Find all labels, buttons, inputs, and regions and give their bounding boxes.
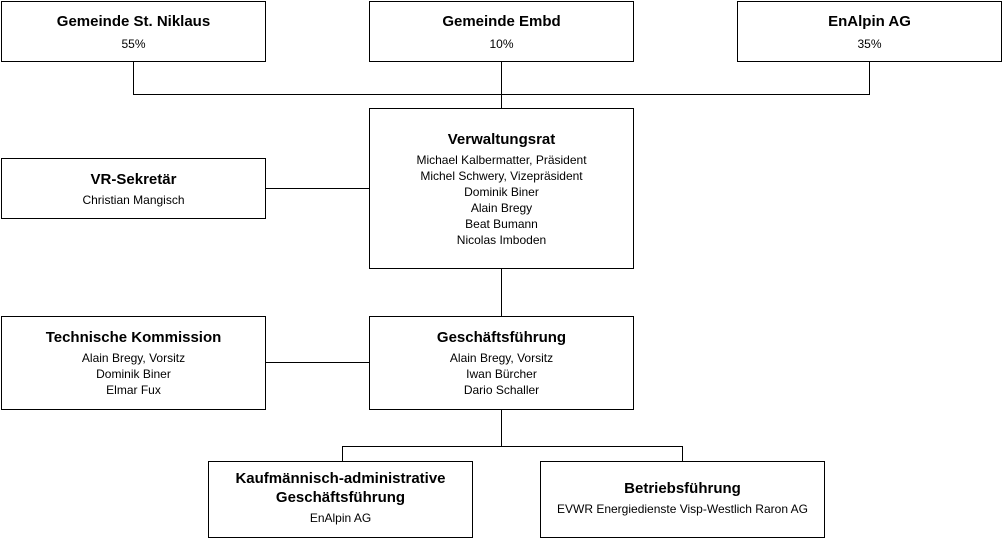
member-name: Michael Kalbermatter, Präsident xyxy=(416,153,587,167)
verwaltungsrat-members: Michael Kalbermatter, Präsident Michel S… xyxy=(370,152,633,248)
verwaltungsrat-title: Verwaltungsrat xyxy=(447,131,556,148)
member-name: Alain Bregy, Vorsitz xyxy=(449,351,554,365)
member-name: Elmar Fux xyxy=(106,383,161,397)
member-name: Alain Bregy, Vorsitz xyxy=(81,351,186,365)
vr-sekretaer-box: VR-Sekretär Christian Mangisch xyxy=(1,158,266,219)
verwaltungsrat-box: Verwaltungsrat Michael Kalbermatter, Prä… xyxy=(369,108,634,269)
member-name: Dario Schaller xyxy=(463,383,540,397)
owner-share: 35% xyxy=(857,37,882,51)
member-name: Iwan Bürcher xyxy=(466,367,537,381)
owner-share: 10% xyxy=(489,37,514,51)
betriebsfuehrung-box: Betriebsführung EVWR Energiedienste Visp… xyxy=(540,461,825,538)
geschaeftsfuehrung-title: Geschäftsführung xyxy=(436,329,567,346)
owner-name: Gemeinde Embd xyxy=(442,13,561,30)
betriebsfuehrung-title: Betriebsführung xyxy=(624,480,741,497)
technische-kommission-title: Technische Kommission xyxy=(45,329,222,346)
owner-box-gemeinde-st-niklaus: Gemeinde St. Niklaus 55% xyxy=(1,1,266,62)
member-name: EVWR Energiedienste Visp-Westlich Raron … xyxy=(557,502,808,516)
kaufmaennisch-title: Kaufmännisch-administrative Geschäftsfüh… xyxy=(235,470,446,506)
geschaeftsfuehrung-box: Geschäftsführung Alain Bregy, Vorsitz Iw… xyxy=(369,316,634,410)
owner-share: 55% xyxy=(121,37,146,51)
technische-kommission-members: Alain Bregy, Vorsitz Dominik Biner Elmar… xyxy=(2,350,265,398)
member-name: Nicolas Imboden xyxy=(456,233,547,247)
kaufmaennisch-administrative-box: Kaufmännisch-administrative Geschäftsfüh… xyxy=(208,461,473,538)
member-name: Christian Mangisch xyxy=(82,193,185,207)
owner-box-enalpin-ag: EnAlpin AG 35% xyxy=(737,1,1002,62)
member-name: Beat Bumann xyxy=(465,217,538,231)
owner-box-gemeinde-embd: Gemeinde Embd 10% xyxy=(369,1,634,62)
technische-kommission-box: Technische Kommission Alain Bregy, Vorsi… xyxy=(1,316,266,410)
owner-name: Gemeinde St. Niklaus xyxy=(56,13,211,30)
vr-sekretaer-title: VR-Sekretär xyxy=(90,171,177,188)
member-name: Dominik Biner xyxy=(464,185,539,199)
member-name: Dominik Biner xyxy=(96,367,171,381)
member-name: Michel Schwery, Vizepräsident xyxy=(420,169,583,183)
member-name: EnAlpin AG xyxy=(309,511,372,525)
geschaeftsfuehrung-members: Alain Bregy, Vorsitz Iwan Bürcher Dario … xyxy=(370,350,633,398)
owner-name: EnAlpin AG xyxy=(828,13,911,30)
member-name: Alain Bregy xyxy=(470,201,533,215)
